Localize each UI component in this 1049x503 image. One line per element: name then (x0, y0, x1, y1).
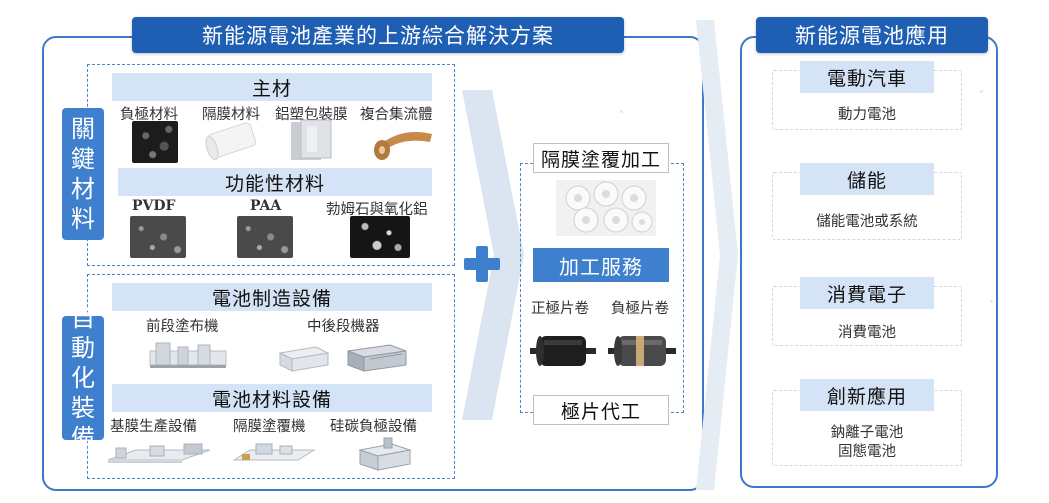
separator-roll-image (205, 122, 257, 161)
anode-material-label: 負極材料 (120, 107, 178, 123)
anode-roll-image (608, 336, 676, 366)
paa-image (237, 216, 293, 258)
separator-rolls-image (556, 180, 656, 236)
separator-coating-machine-label: 隔膜塗覆機 (233, 419, 306, 435)
app-sub-sodium: 鈉離子電池 (830, 425, 904, 441)
electrode-oem-box: 極片代工 (533, 395, 669, 425)
app-title-ev: 電動汽車 (800, 61, 934, 93)
mid-back-machine-image (278, 346, 330, 372)
background-dot (980, 90, 983, 93)
app-sub-solid-state: 固態電池 (838, 444, 896, 460)
composite-current-collector-label: 複合集流體 (360, 107, 433, 123)
silicon-carbon-anode-equipment-label: 硅碳負極設備 (330, 419, 417, 435)
cathode-roll-image (530, 336, 596, 366)
pvdf-label: PVDF (132, 198, 176, 214)
boehmite-alumina-image (350, 216, 410, 258)
separator-coating-machine-image (232, 443, 316, 461)
key-materials-label: 關 鍵 材 料 (62, 108, 104, 240)
anode-roll-label: 負極片卷 (611, 301, 669, 317)
main-title: 新能源電池產業的上游綜合解決方案 (202, 24, 554, 48)
paa-label: PAA (250, 198, 282, 214)
chevron-arrow-icon (696, 20, 738, 490)
app-sub-storage: 儲能電池或系統 (816, 214, 918, 230)
application-title: 新能源電池應用 (795, 24, 949, 48)
pvdf-image (130, 216, 186, 258)
app-sub-ev: 動力電池 (838, 107, 896, 123)
boehmite-alumina-label: 勃姆石與氧化鋁 (326, 202, 428, 218)
mid-back-machine-label: 中後段機器 (307, 319, 380, 335)
background-dot (990, 300, 993, 303)
app-title-consumer: 消費電子 (800, 277, 934, 309)
aluminum-plastic-film-image (291, 119, 332, 160)
main-title-banner: 新能源電池產業的上游綜合解決方案 (132, 17, 624, 53)
separator-coating-processing-box: 隔膜塗覆加工 (533, 143, 669, 173)
aluminum-plastic-film-label: 鋁塑包裝膜 (275, 107, 348, 123)
application-title-banner: 新能源電池應用 (756, 17, 988, 53)
base-film-equipment-label: 基膜生產設備 (110, 419, 197, 435)
cathode-roll-label: 正極片卷 (531, 301, 589, 317)
mid-back-machine-image (347, 344, 407, 372)
plus-icon (464, 246, 500, 282)
silicon-carbon-anode-equipment-image (358, 437, 412, 471)
automation-equipment-label: 自 動 化 裝 備 (62, 304, 104, 452)
battery-material-equipment-header: 電池材料設備 (112, 384, 432, 412)
app-title-innovation: 創新應用 (800, 379, 934, 411)
front-coating-machine-label: 前段塗布機 (146, 319, 219, 335)
flow-arrow-icon (462, 90, 524, 420)
app-sub-consumer: 消費電池 (838, 325, 896, 341)
app-title-storage: 儲能 (800, 163, 934, 195)
background-dot (620, 110, 623, 113)
composite-current-collector-image (374, 132, 432, 160)
battery-manufacturing-equipment-header: 電池制造設備 (112, 283, 432, 311)
anode-material-image (132, 121, 178, 163)
separator-material-label: 隔膜材料 (202, 107, 260, 123)
functional-materials-header: 功能性材料 (118, 168, 432, 196)
front-coating-machine-image (149, 342, 227, 368)
main-materials-header: 主材 (112, 73, 432, 101)
base-film-equipment-image (107, 443, 211, 463)
processing-service-box: 加工服務 (533, 248, 669, 282)
